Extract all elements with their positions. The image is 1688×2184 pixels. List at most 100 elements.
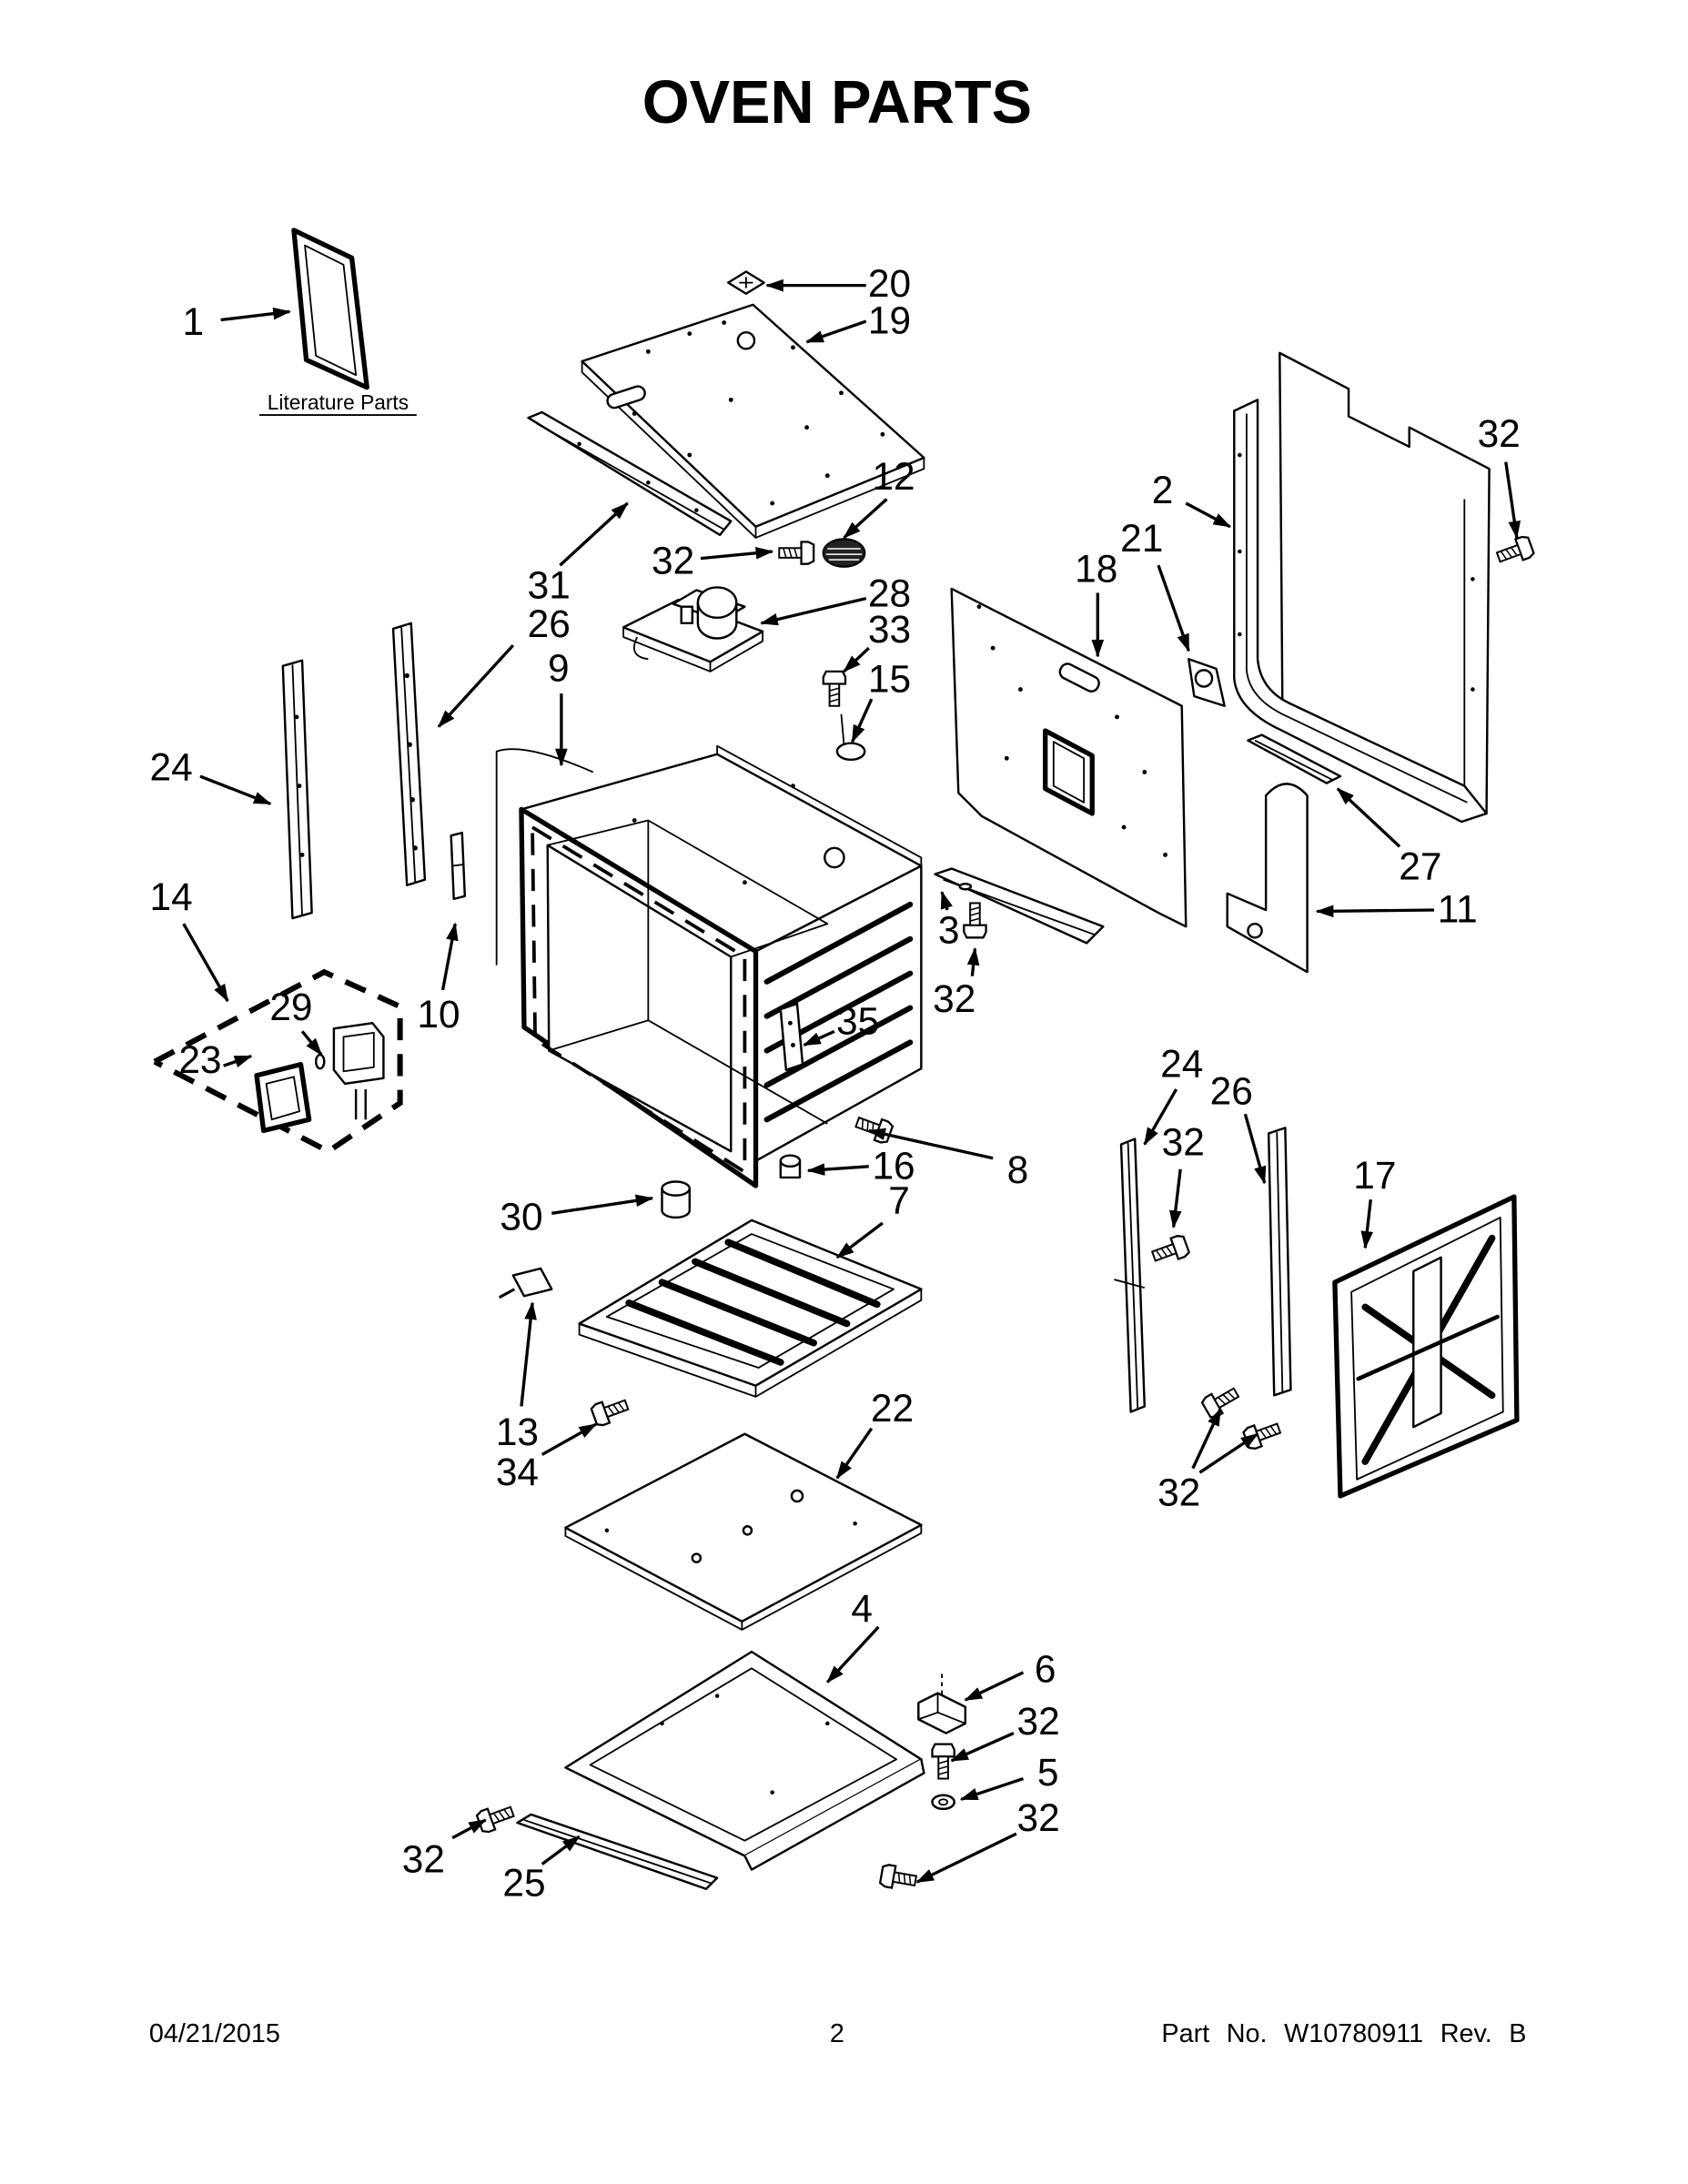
screw-part bbox=[1241, 1417, 1284, 1452]
front-rail-part bbox=[516, 1813, 719, 1890]
small-strip-part bbox=[450, 831, 467, 901]
callout-33: 33 bbox=[868, 608, 911, 651]
small-plate-part bbox=[727, 270, 765, 295]
literature-panel-part bbox=[291, 228, 369, 390]
base-frame-part bbox=[564, 1650, 925, 1871]
washer-part bbox=[931, 1794, 955, 1811]
screw-part bbox=[778, 541, 815, 565]
leader-arrow bbox=[915, 1832, 1017, 1884]
leader-arrow bbox=[964, 1671, 1025, 1702]
callout-16: 16 bbox=[872, 1144, 915, 1187]
callout-32: 32 bbox=[1017, 1796, 1060, 1839]
callout-9: 9 bbox=[548, 646, 570, 689]
footer-date: 04/21/2015 bbox=[149, 2019, 280, 2048]
callout-25: 25 bbox=[502, 1861, 545, 1904]
callout-35: 35 bbox=[836, 999, 879, 1042]
control-housing-group bbox=[153, 968, 403, 1155]
leader-arrow bbox=[803, 1029, 835, 1047]
callout-28: 28 bbox=[868, 572, 911, 615]
cylinder-part bbox=[661, 1180, 692, 1219]
leader-arrow bbox=[1360, 1198, 1374, 1249]
screw-part bbox=[589, 1393, 632, 1429]
leader-arrow bbox=[959, 1776, 1024, 1801]
fan-part bbox=[822, 538, 866, 568]
leader-arrow bbox=[805, 319, 867, 344]
leader-arrow bbox=[182, 923, 229, 1003]
callout-26: 26 bbox=[528, 602, 571, 645]
side-bracket-left-part bbox=[391, 622, 427, 886]
knob-part bbox=[779, 1154, 802, 1179]
callout-32: 32 bbox=[1157, 1471, 1200, 1514]
leader-arrow bbox=[437, 643, 515, 728]
callout-26: 26 bbox=[1210, 1070, 1253, 1113]
leader-arrow bbox=[559, 501, 629, 567]
wrap-bracket-part bbox=[1247, 733, 1342, 784]
literature-parts-label: Literature Parts bbox=[268, 390, 409, 414]
screw-part bbox=[963, 902, 987, 939]
rear-bracket-part bbox=[934, 867, 1105, 945]
leader-arrow bbox=[1243, 1113, 1267, 1185]
callout-32: 32 bbox=[402, 1838, 445, 1881]
mount-bracket-part bbox=[917, 1673, 967, 1734]
top-panel-part bbox=[581, 303, 925, 539]
sensor-part bbox=[498, 1267, 553, 1299]
leader-arrow bbox=[700, 547, 774, 561]
outer-wrap-part bbox=[1233, 351, 1491, 824]
switch-part bbox=[1188, 658, 1226, 707]
leader-arrow bbox=[835, 1221, 884, 1259]
leader-arrow bbox=[220, 307, 291, 322]
screw-part bbox=[931, 1743, 955, 1780]
rack-support-part bbox=[779, 1002, 804, 1071]
rear-panel-part bbox=[950, 587, 1188, 928]
callout-18: 18 bbox=[1075, 547, 1117, 590]
leader-arrow bbox=[541, 1422, 598, 1456]
callout-29: 29 bbox=[269, 986, 312, 1028]
footer-part-number: Part No. W10780911 Rev. B bbox=[1161, 2019, 1526, 2048]
leader-arrow bbox=[826, 1625, 880, 1684]
leader-arrow bbox=[851, 698, 874, 743]
callout-23: 23 bbox=[178, 1038, 221, 1081]
callout-6: 6 bbox=[1035, 1647, 1056, 1690]
leader-arrow bbox=[300, 1030, 323, 1057]
callout-3: 3 bbox=[938, 908, 960, 951]
callout-34: 34 bbox=[496, 1451, 539, 1493]
page-title: OVEN PARTS bbox=[642, 69, 1032, 136]
callout-19: 19 bbox=[868, 299, 911, 342]
callout-15: 15 bbox=[868, 658, 911, 701]
screw-part bbox=[1148, 1232, 1191, 1268]
leader-arrow bbox=[835, 1427, 874, 1480]
leader-arrow bbox=[950, 1732, 1015, 1763]
leader-arrow bbox=[1185, 501, 1232, 529]
leader-arrow bbox=[1169, 1168, 1182, 1228]
leader-arrow bbox=[1157, 564, 1190, 652]
leader-arrow bbox=[541, 1835, 581, 1866]
oven-cavity-part bbox=[495, 744, 923, 1188]
callout-17: 17 bbox=[1353, 1154, 1396, 1197]
leader-arrow bbox=[966, 946, 980, 976]
callout-5: 5 bbox=[1037, 1751, 1059, 1794]
leader-arrow bbox=[760, 596, 867, 626]
callout-7: 7 bbox=[888, 1178, 910, 1221]
callout-24: 24 bbox=[150, 746, 193, 789]
callout-22: 22 bbox=[871, 1387, 914, 1430]
leader-arrow bbox=[520, 1301, 537, 1407]
callouts: 1 20 19 12 32 28 33 15 31 26 9 24 14 10 … bbox=[150, 262, 1521, 1905]
footer-page-number: 2 bbox=[830, 2019, 844, 2048]
side-rail-left-part bbox=[281, 659, 313, 920]
screw-part bbox=[822, 670, 847, 707]
callout-32: 32 bbox=[1478, 412, 1521, 455]
side-cover-part bbox=[1226, 783, 1309, 974]
side-panel-part bbox=[1332, 1194, 1520, 1499]
callout-21: 21 bbox=[1120, 517, 1163, 560]
callout-13: 13 bbox=[496, 1410, 539, 1453]
screw-part bbox=[1199, 1381, 1243, 1421]
callout-2: 2 bbox=[1152, 469, 1174, 511]
callout-24: 24 bbox=[1160, 1042, 1203, 1085]
callout-32: 32 bbox=[1162, 1121, 1205, 1164]
leader-arrow bbox=[843, 498, 888, 540]
leader-arrow bbox=[1315, 905, 1435, 918]
callout-20: 20 bbox=[868, 262, 911, 305]
bottom-panel-part bbox=[564, 1432, 923, 1631]
side-rail-right-part bbox=[1114, 1138, 1147, 1413]
